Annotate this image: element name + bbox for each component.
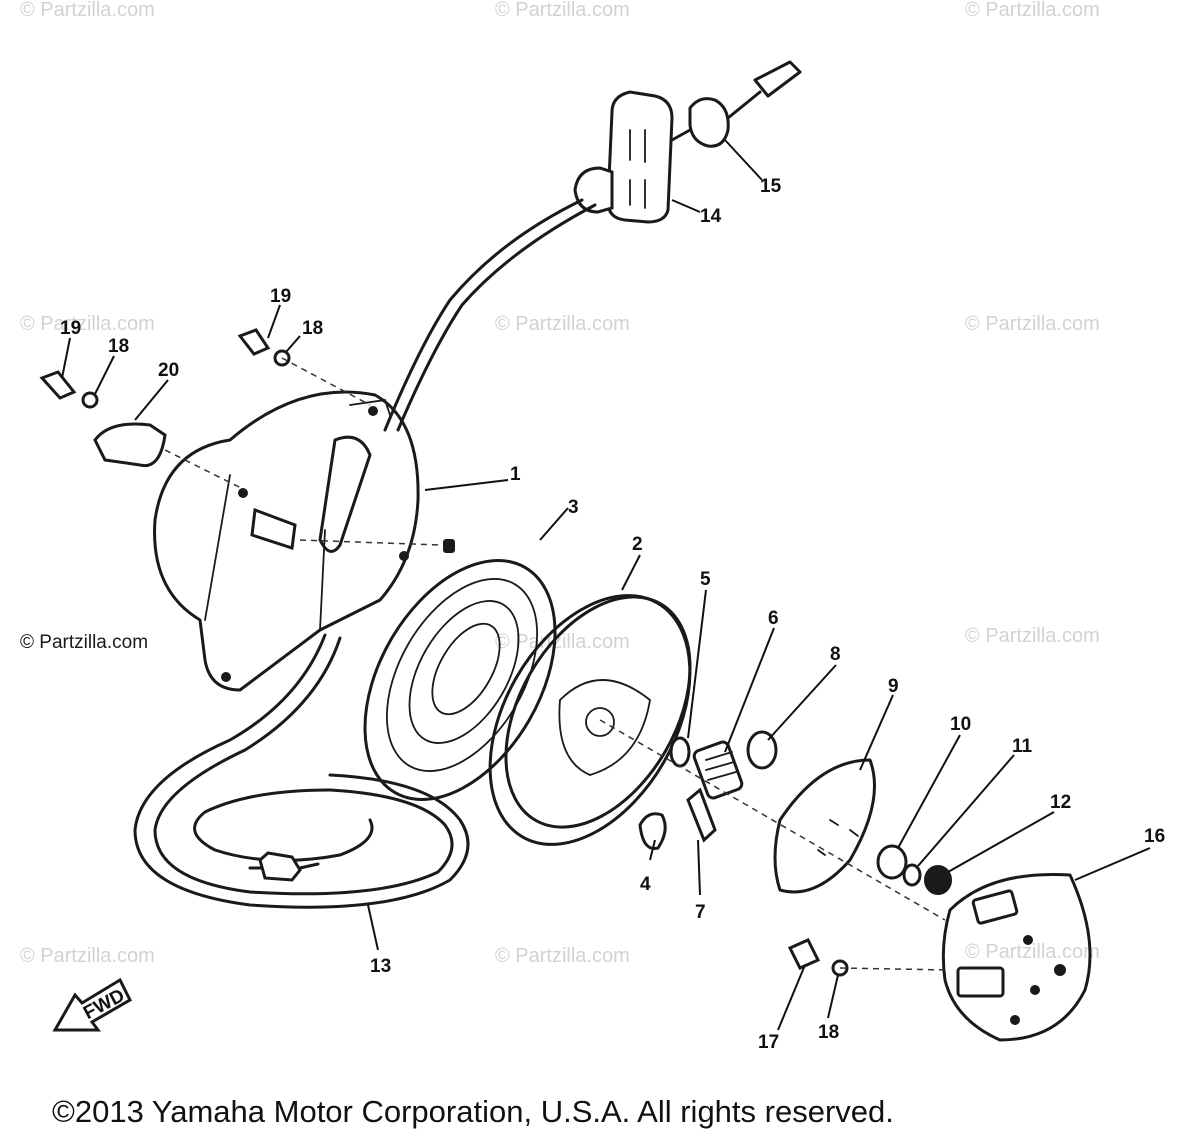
leader-lines	[61, 139, 1151, 1031]
pulley	[488, 594, 692, 846]
callout-18: 18	[108, 336, 129, 357]
watermark: © Partzilla.com	[495, 631, 630, 653]
assembly-lines	[164, 357, 951, 971]
callout-18: 18	[818, 1022, 839, 1043]
starter-cover	[941, 872, 1092, 1042]
callout-19: 19	[270, 286, 291, 307]
callout-15: 15	[760, 176, 782, 197]
bolt	[237, 328, 271, 356]
starter-handle	[573, 60, 802, 224]
washer	[81, 391, 99, 409]
watermark: © Partzilla.com	[965, 313, 1100, 335]
ratchet-parts	[638, 730, 778, 851]
callout-1: 1	[510, 464, 521, 485]
callout-12: 12	[1050, 792, 1071, 813]
callout-20: 20	[158, 360, 179, 381]
callout-17: 17	[758, 1032, 779, 1053]
watermark: © Partzilla.com	[495, 313, 630, 335]
callout-19: 19	[60, 318, 81, 339]
callout-7: 7	[695, 902, 706, 923]
copyright-notice: ©2013 Yamaha Motor Corporation, U.S.A. A…	[52, 1094, 894, 1129]
bolt	[787, 938, 821, 970]
callout-5: 5	[700, 569, 711, 590]
clamp	[93, 422, 167, 468]
callout-numbers: 1 2 3 4 5 6 7 8 9 10 11 12 13 14 15 16 1…	[60, 176, 1165, 1053]
callout-6: 6	[768, 608, 779, 629]
watermark: © Partzilla.com	[20, 0, 155, 21]
friction-plate	[773, 758, 876, 894]
watermark: © Partzilla.com	[20, 632, 148, 653]
callout-8: 8	[830, 644, 841, 665]
watermark: © Partzilla.com	[965, 625, 1100, 647]
callout-18: 18	[302, 318, 323, 339]
rope-upper-edge	[396, 203, 597, 432]
rope-coil	[133, 633, 470, 909]
nut	[924, 865, 952, 895]
watermarks: © Partzilla.com © Partzilla.com © Partzi…	[20, 0, 1100, 967]
starter-case	[153, 390, 420, 692]
spiral-spring	[363, 539, 557, 801]
watermark: © Partzilla.com	[20, 945, 155, 967]
callout-10: 10	[950, 714, 971, 735]
callout-4: 4	[640, 874, 651, 895]
washer	[876, 844, 908, 880]
callout-13: 13	[370, 956, 391, 977]
callout-14: 14	[700, 206, 722, 227]
rope-upper	[383, 198, 584, 432]
spring-washer	[902, 863, 922, 887]
watermark: © Partzilla.com	[20, 313, 155, 335]
callout-2: 2	[632, 534, 643, 555]
callout-3: 3	[568, 497, 579, 518]
callout-16: 16	[1144, 826, 1165, 847]
watermark: © Partzilla.com	[965, 941, 1100, 963]
callout-9: 9	[888, 676, 899, 697]
bolt	[39, 370, 77, 400]
callout-11: 11	[1012, 736, 1033, 757]
fwd-arrow: FWD	[52, 977, 132, 1032]
watermark: © Partzilla.com	[495, 0, 630, 21]
watermark: © Partzilla.com	[495, 945, 630, 967]
watermark: © Partzilla.com	[965, 0, 1100, 21]
